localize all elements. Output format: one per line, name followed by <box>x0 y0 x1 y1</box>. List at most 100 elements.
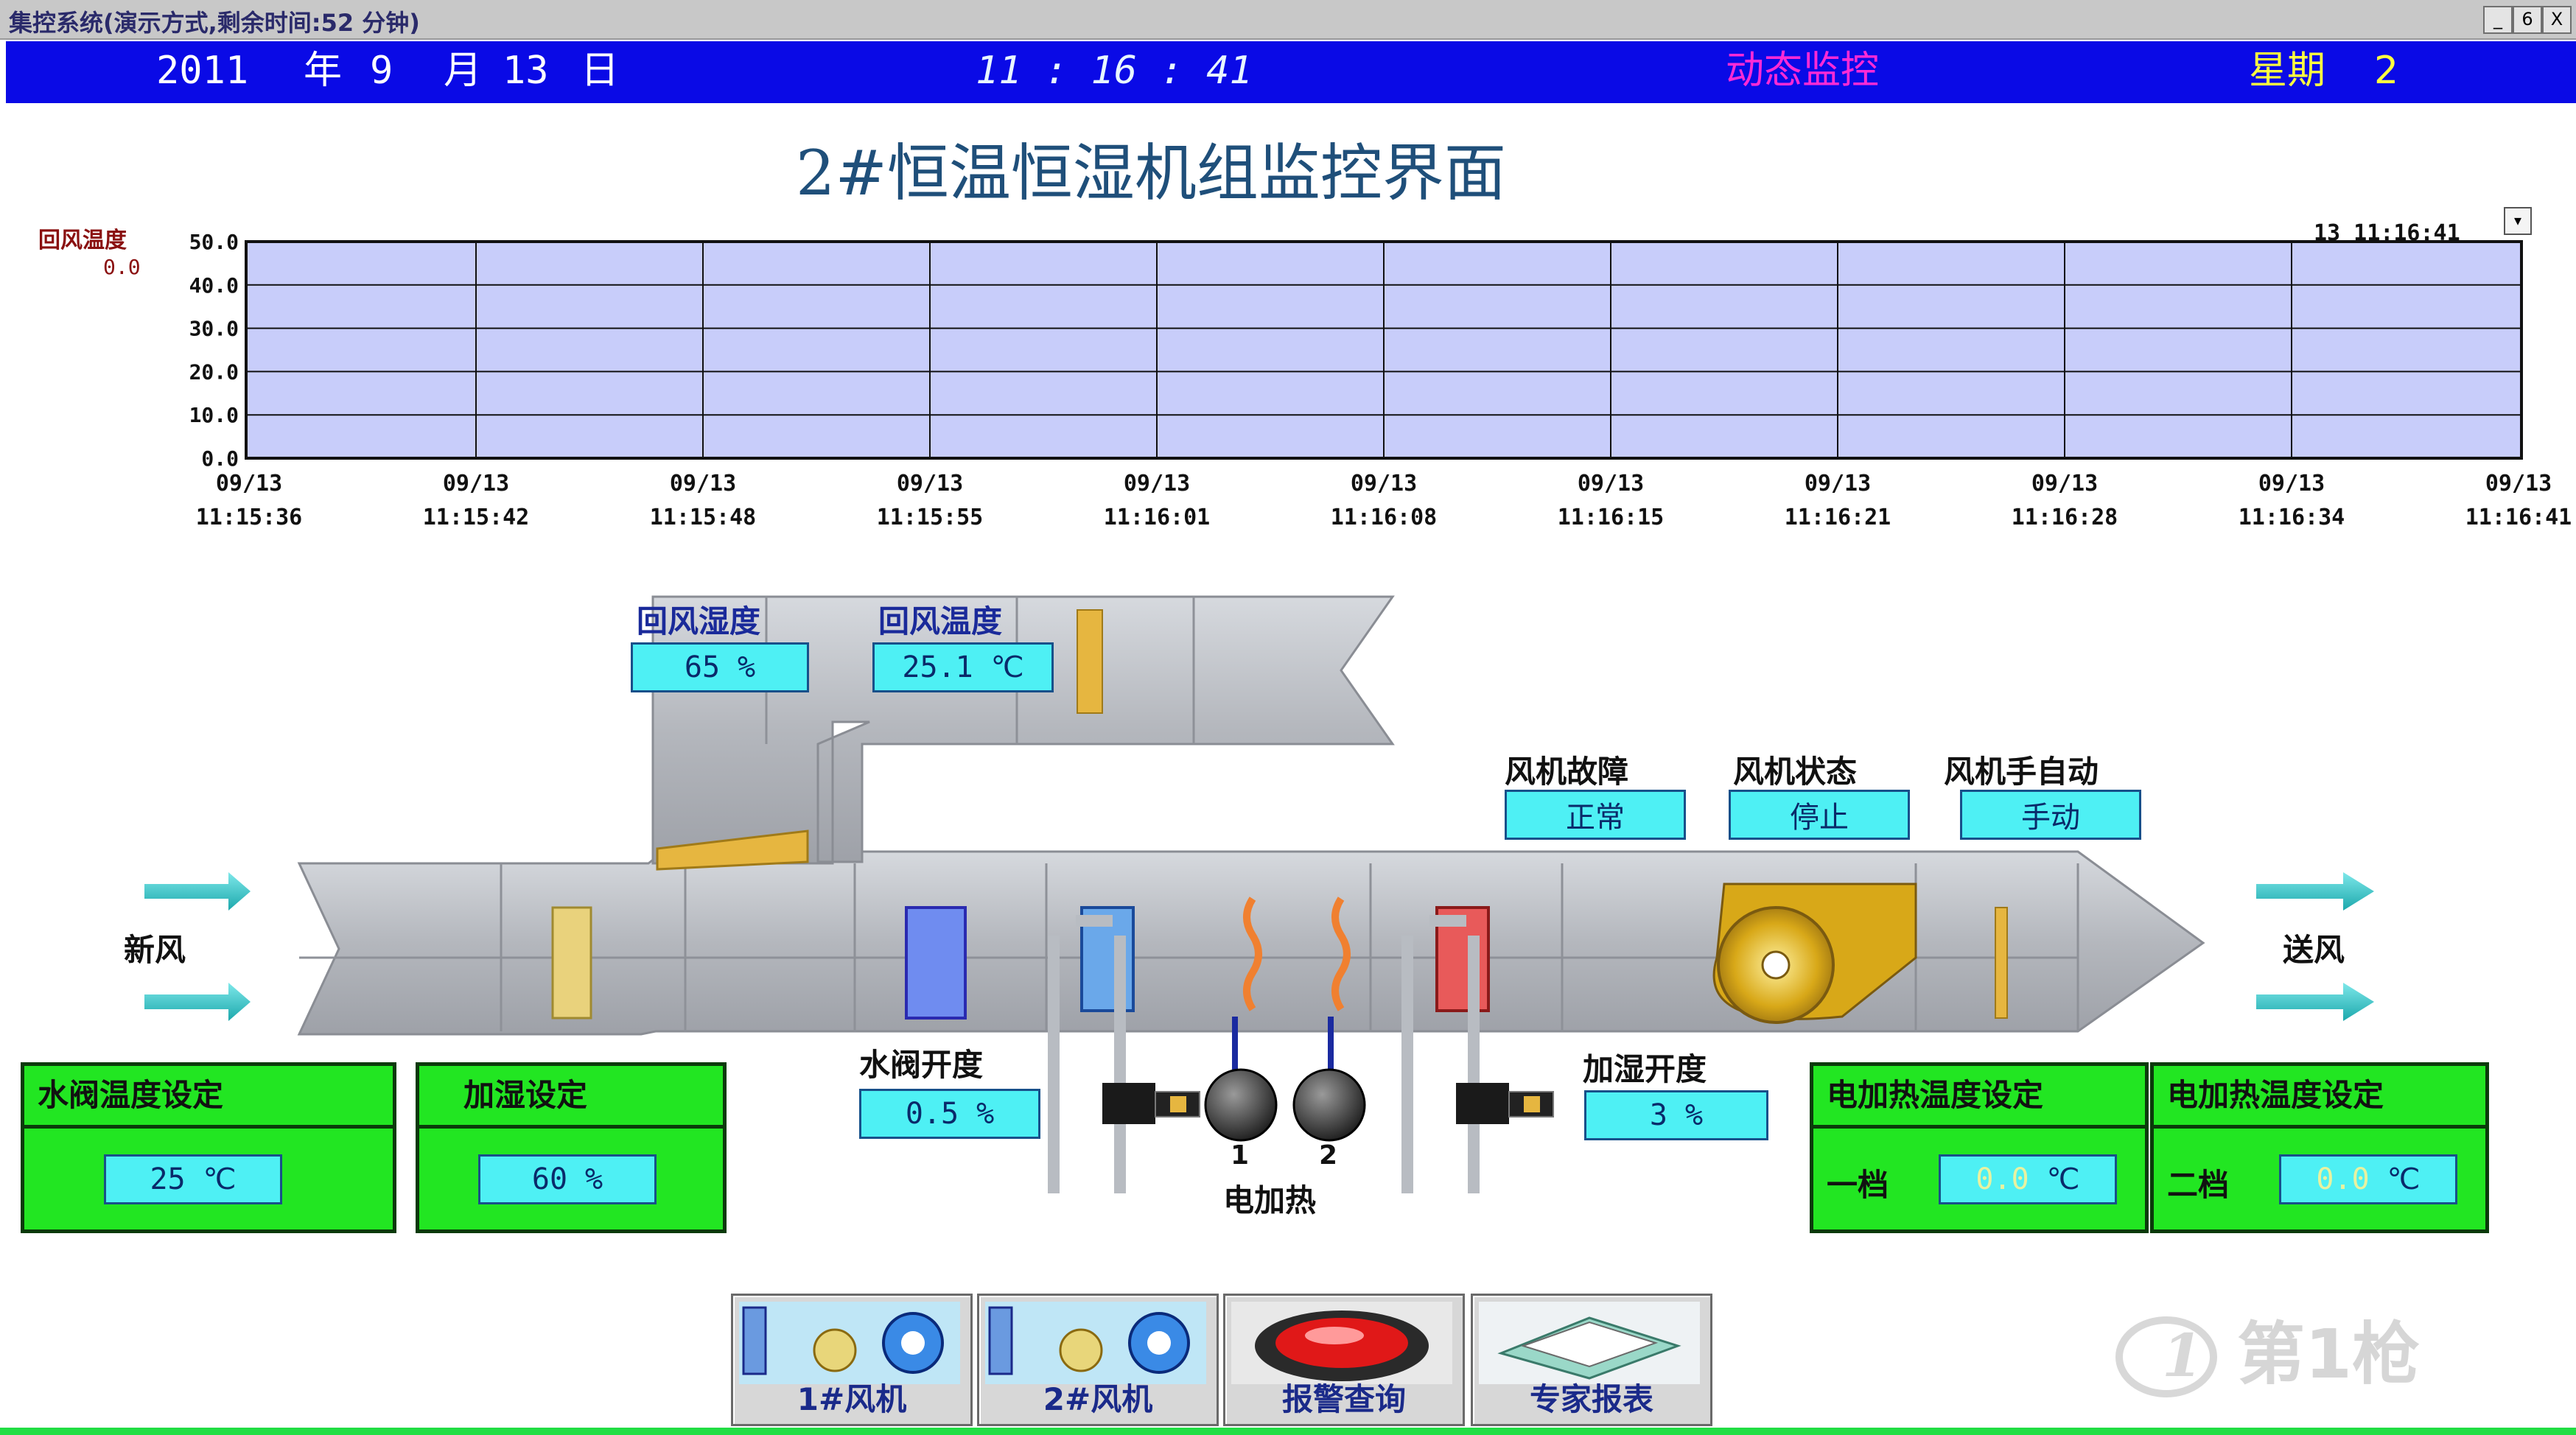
svg-text:1: 1 <box>2162 1321 2203 1390</box>
heat1-setting-value: 0.0 <box>1975 1162 2029 1196</box>
humidifier-value: 3 <box>1649 1098 1667 1132</box>
chart-x-tick-date: 09/13 <box>443 471 509 497</box>
fan-state-readout: 停止 <box>1729 790 1910 840</box>
header-clock: 11 : 16 : 41 <box>976 49 1253 93</box>
return-temp-label: 回风温度 <box>878 603 1003 639</box>
fan-fault-readout: 正常 <box>1505 790 1686 840</box>
heater-2-number: 2 <box>1319 1140 1338 1171</box>
chart-x-tick-date: 09/13 <box>1578 471 1644 497</box>
heat2-setting-title: 电加热温度设定 <box>2154 1066 2485 1129</box>
page-title: 2#恒温恒湿机组监控界面 <box>796 137 1506 209</box>
fan1-nav-button[interactable]: 1#风机 <box>731 1294 973 1426</box>
header-weekday: 2 <box>2374 49 2399 93</box>
humidity-setting-panel: 加湿设定 60 % <box>416 1062 727 1233</box>
fan1-nav-label: 1#风机 <box>797 1381 907 1417</box>
watermark-text: 第1枪 <box>2237 1315 2420 1394</box>
chart-x-tick-time: 11:16:28 <box>2012 505 2118 530</box>
chart-x-tick-time: 11:15:36 <box>196 505 303 530</box>
fan-mode-value: 手动 <box>2021 801 2080 835</box>
chart-x-tick-time: 11:16:15 <box>1558 505 1665 530</box>
expert-report-button[interactable]: 专家报表 <box>1471 1294 1712 1426</box>
fan-fault-label: 风机故障 <box>1505 754 1629 790</box>
fan2-nav-label: 2#风机 <box>1043 1381 1153 1417</box>
humidity-setting-field[interactable]: 60 % <box>478 1154 657 1204</box>
fresh-air-label: 新风 <box>124 932 186 968</box>
water-temp-setting-field[interactable]: 25 ℃ <box>104 1154 282 1204</box>
heat2-setting-field[interactable]: 0.0 ℃ <box>2279 1154 2457 1204</box>
header-month: 9 <box>370 49 393 93</box>
header-weekday-label: 星期 <box>2249 49 2326 93</box>
alarm-query-button[interactable]: 报警查询 <box>1223 1294 1465 1426</box>
chart-grid <box>246 242 2521 458</box>
supply-air-arrow-top <box>2256 872 2374 911</box>
water-valve-label: 水阀开度 <box>859 1047 984 1083</box>
return-air-duct <box>651 595 1395 865</box>
return-humidity-label: 回风湿度 <box>637 603 761 639</box>
chart-x-tick-date: 09/13 <box>1805 471 1871 497</box>
return-temp-unit: ℃ <box>990 650 1024 684</box>
supply-damper <box>1995 907 2008 1019</box>
chart-series-label: 回风温度 <box>38 228 127 253</box>
return-temp-value: 25.1 <box>902 650 973 684</box>
bottom-status-line <box>0 1428 2576 1435</box>
minimize-button[interactable]: _ <box>2483 6 2513 34</box>
heat2-row-label: 二档 <box>2167 1167 2230 1203</box>
chart-x-tick-date: 09/13 <box>897 471 963 497</box>
humidifier-valve-assembly <box>1401 915 1554 1193</box>
humidity-setting-title: 加湿设定 <box>419 1066 723 1129</box>
humidifier-readout: 3 % <box>1584 1090 1768 1140</box>
chart-x-tick-date: 09/13 <box>2031 471 2098 497</box>
chart-x-axis: 09/13 11:15:36 09/13 11:15:42 09/13 11:15:48 0… <box>196 471 2572 530</box>
heat1-setting-title: 电加热温度设定 <box>1813 1066 2145 1129</box>
heat1-setting-panel: 电加热温度设定 一档 0.0 ℃ <box>1810 1062 2149 1233</box>
electric-heat-label: 电加热 <box>1223 1182 1317 1218</box>
water-temp-setting-unit: ℃ <box>203 1162 237 1196</box>
header-year: 2011 <box>156 49 249 93</box>
return-humidity-readout: 65 % <box>631 642 809 692</box>
chart-current-value: 0.0 <box>103 255 141 279</box>
fan2-nav-button[interactable]: 2#风机 <box>977 1294 1219 1426</box>
chart-x-tick-date: 09/13 <box>216 471 282 497</box>
heat2-setting-panel: 电加热温度设定 二档 0.0 ℃ <box>2150 1062 2489 1233</box>
water-valve-value: 0.5 <box>905 1097 959 1131</box>
return-humidity-value: 65 <box>684 650 721 684</box>
chart-y-tick-label: 20.0 <box>189 359 239 384</box>
chart-x-tick-time: 11:15:42 <box>423 505 530 530</box>
fan-fault-value: 正常 <box>1566 801 1625 835</box>
chart-x-tick-time: 11:16:34 <box>2239 505 2345 530</box>
fan-state-label: 风机状态 <box>1733 754 1858 790</box>
window-title: 集控系统(演示方式,剩余时间:52 分钟) <box>9 9 420 37</box>
heater-1-number: 1 <box>1231 1140 1250 1171</box>
fresh-air-damper <box>551 906 592 1020</box>
humidifier-label: 加湿开度 <box>1583 1051 1707 1087</box>
heat2-setting-unit: ℃ <box>2387 1162 2421 1196</box>
header-year-unit: 年 <box>304 49 343 93</box>
trend-chart: 回风温度 0.0 13 11:16:41 50.040.030.020.010.… <box>38 220 2572 530</box>
ahu-schematic <box>144 595 2374 1193</box>
status-header: 2011 年 9 月 13 日 11 : 16 : 41 动态监控 星期 2 <box>6 41 2576 103</box>
chart-y-tick-label: 40.0 <box>189 273 239 298</box>
supply-air-label: 送风 <box>2283 932 2345 968</box>
heat2-setting-value: 0.0 <box>2316 1162 2370 1196</box>
chart-y-tick-label: 10.0 <box>189 403 239 427</box>
chart-x-tick-date: 09/13 <box>670 471 736 497</box>
fan-mode-readout[interactable]: 手动 <box>1960 790 2141 840</box>
return-humidity-unit: % <box>738 650 756 684</box>
close-button[interactable]: X <box>2542 6 2572 34</box>
return-air-damper <box>656 829 809 871</box>
humidifier-unit: % <box>1685 1098 1704 1132</box>
heat1-setting-field[interactable]: 0.0 ℃ <box>1939 1154 2117 1204</box>
chart-x-tick-time: 11:16:01 <box>1104 505 1211 530</box>
chart-y-tick-label: 50.0 <box>189 230 239 254</box>
chart-x-tick-time: 11:16:08 <box>1331 505 1438 530</box>
report-icon <box>1479 1302 1700 1384</box>
restore-button[interactable]: 6 <box>2513 6 2542 34</box>
fresh-air-arrow-top <box>144 872 251 911</box>
chart-x-tick-time: 11:15:48 <box>650 505 757 530</box>
electric-heater-2-icon <box>1292 1068 1366 1142</box>
chart-time-dropdown[interactable]: ▾ <box>2504 207 2532 235</box>
water-valve-readout: 0.5 % <box>859 1089 1040 1139</box>
chart-y-axis: 50.040.030.020.010.00.0 <box>189 230 239 471</box>
fresh-air-arrow-bottom <box>144 983 251 1021</box>
header-month-unit: 月 <box>444 49 483 93</box>
